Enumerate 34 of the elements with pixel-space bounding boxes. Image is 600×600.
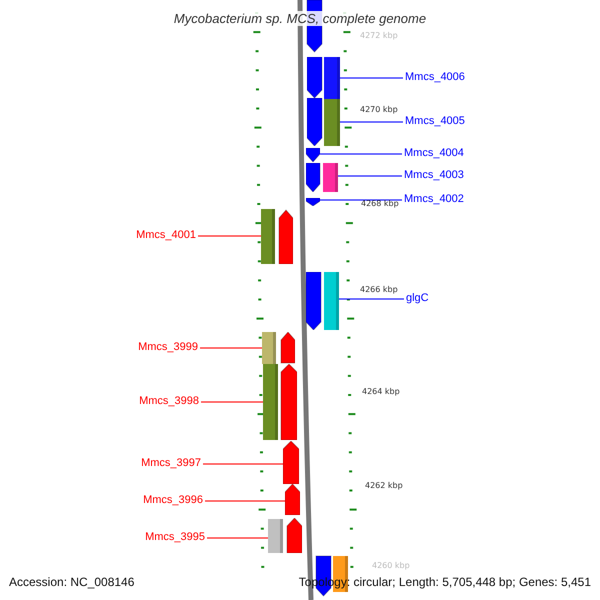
scale-label: 4268 kbp — [361, 200, 399, 208]
gene-label: Mmcs_4004 — [404, 148, 464, 159]
gene-label: Mmcs_3996 — [143, 495, 203, 506]
genome-summary: Topology: circular; Length: 5,705,448 bp; Genes: 5,451 — [298, 576, 591, 588]
gene-label: glgC — [406, 293, 429, 304]
leader-line — [338, 298, 404, 300]
gene-label: Mmcs_3999 — [138, 342, 198, 353]
gene-label: Mmcs_3998 — [139, 396, 199, 407]
accession-note: Accession: NC_008146 — [9, 576, 134, 588]
gene-label: Mmcs_4003 — [404, 170, 464, 181]
gene-feature — [263, 364, 297, 440]
gene-label: Mmcs_4005 — [405, 116, 465, 127]
scale-label: 4260 kbp — [372, 562, 410, 570]
gene-feature — [285, 484, 300, 515]
gene-label: Mmcs_3995 — [145, 532, 205, 543]
gene-feature — [306, 272, 339, 330]
gene-feature — [283, 441, 299, 484]
gene-label: Mmcs_4002 — [404, 194, 464, 205]
leader-line — [204, 500, 286, 502]
gene-feature — [307, 98, 340, 146]
gene-feature — [262, 332, 295, 364]
gene-label: Mmcs_4001 — [136, 230, 196, 241]
scale-label: 4262 kbp — [365, 482, 403, 490]
scale-label: 4264 kbp — [362, 388, 400, 396]
gene-feature — [261, 209, 293, 264]
gene-label: Mmcs_4006 — [405, 72, 465, 83]
gene-feature — [306, 163, 338, 192]
scale-label: 4266 kbp — [360, 286, 398, 294]
scale-label: 4272 kbp — [360, 32, 398, 40]
gene-feature — [306, 198, 320, 206]
gene-feature — [307, 57, 340, 99]
scale-label: 4270 kbp — [360, 106, 398, 114]
gene-label: Mmcs_3997 — [141, 458, 201, 469]
gene-feature — [268, 518, 302, 553]
